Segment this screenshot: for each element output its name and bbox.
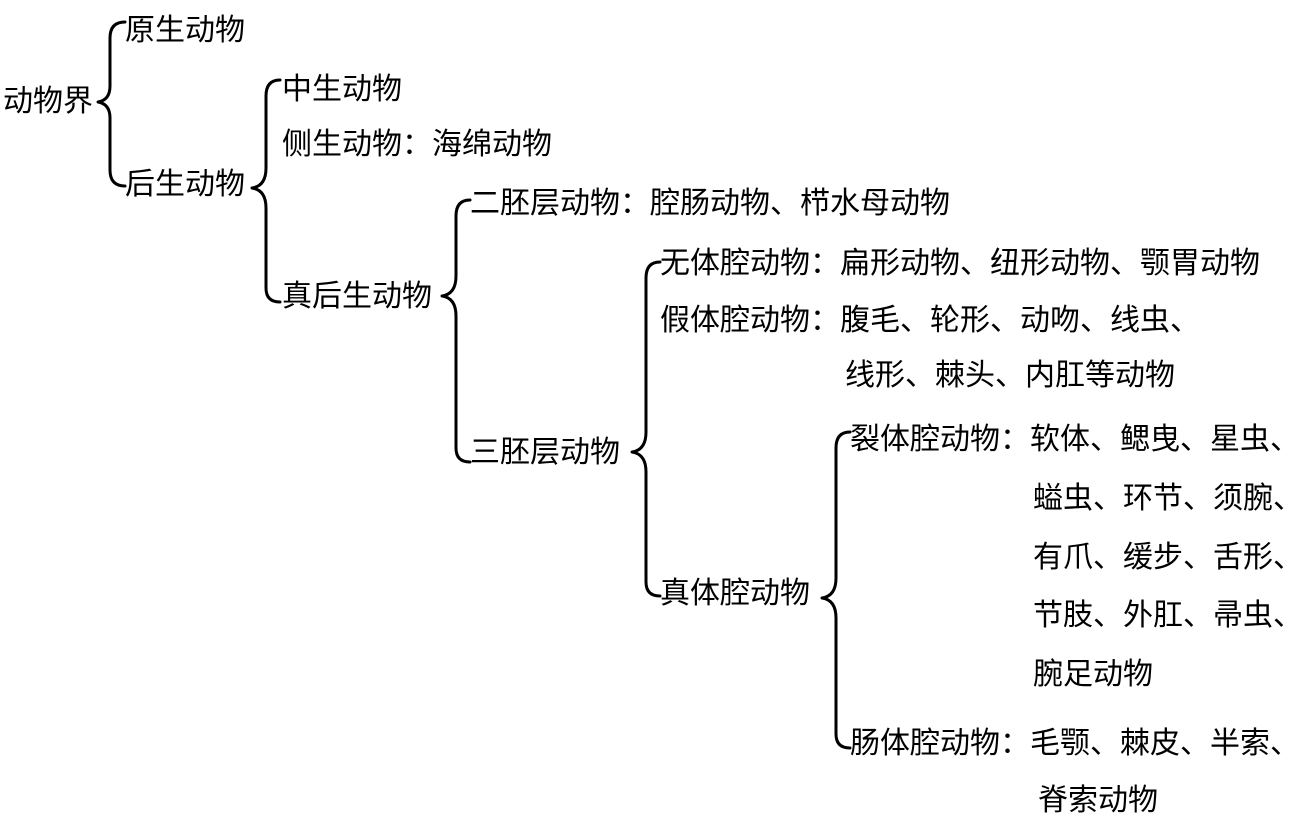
enterocoela-label: 肠体腔动物：毛颚、棘皮、半索、 [850,727,1300,761]
brace-eumetazoa [440,198,472,464]
pseudocoelomata-name: 假体腔动物 [660,303,810,338]
parazoa-label: 侧生动物：海绵动物 [282,128,552,162]
schizocoela-examples-1: ：软体、鳃曳、星虫、 [1000,422,1300,457]
triploblastica-label: 三胚层动物 [470,435,620,470]
pseudocoelomata-examples-1: ：腹毛、轮形、动吻、线虫、 [810,303,1200,338]
schizocoela-name: 裂体腔动物 [850,422,1000,457]
eumetazoa-label: 真后生动物 [282,279,432,314]
enterocoela-examples-1: ：毛颚、棘皮、半索、 [1000,726,1300,761]
schizocoela-examples-3: 有爪、缓步、舌形、 [1033,540,1303,575]
diploblastica-examples: ：腔肠动物、栉水母动物 [620,186,950,221]
parazoa-name: 侧生动物 [282,127,402,162]
diploblastica-label: 二胚层动物：腔肠动物、栉水母动物 [470,187,950,221]
brace-triploblastica [630,260,662,598]
schizocoela-examples-4: 节肢、外肛、帚虫、 [1033,598,1303,633]
enterocoela-examples-2: 脊索动物 [1038,783,1158,818]
mesozoa-label: 中生动物 [282,72,402,107]
schizocoela-examples-2: 螠虫、环节、须腕、 [1033,481,1303,516]
acoelomata-examples: ：扁形动物、纽形动物、颚胃动物 [810,246,1260,281]
coelomata-label: 真体腔动物 [660,576,810,611]
acoelomata-name: 无体腔动物 [660,246,810,281]
parazoa-examples: ：海绵动物 [402,127,552,162]
brace-coelomata [820,430,852,750]
schizocoela-label: 裂体腔动物：软体、鳃曳、星虫、 [850,423,1300,457]
brace-metazoa [250,78,282,304]
pseudocoelomata-label: 假体腔动物：腹毛、轮形、动吻、线虫、 [660,304,1200,338]
schizocoela-examples-5: 腕足动物 [1033,657,1153,692]
root-label: 动物界 [3,84,93,119]
enterocoela-name: 肠体腔动物 [850,726,1000,761]
metazoa-label: 后生动物 [125,167,245,202]
diploblastica-name: 二胚层动物 [470,186,620,221]
protozoa-label: 原生动物 [125,13,245,48]
pseudocoelomata-examples-2: 线形、棘头、内肛等动物 [845,358,1175,393]
acoelomata-label: 无体腔动物：扁形动物、纽形动物、颚胃动物 [660,247,1260,281]
brace-root [96,20,127,188]
